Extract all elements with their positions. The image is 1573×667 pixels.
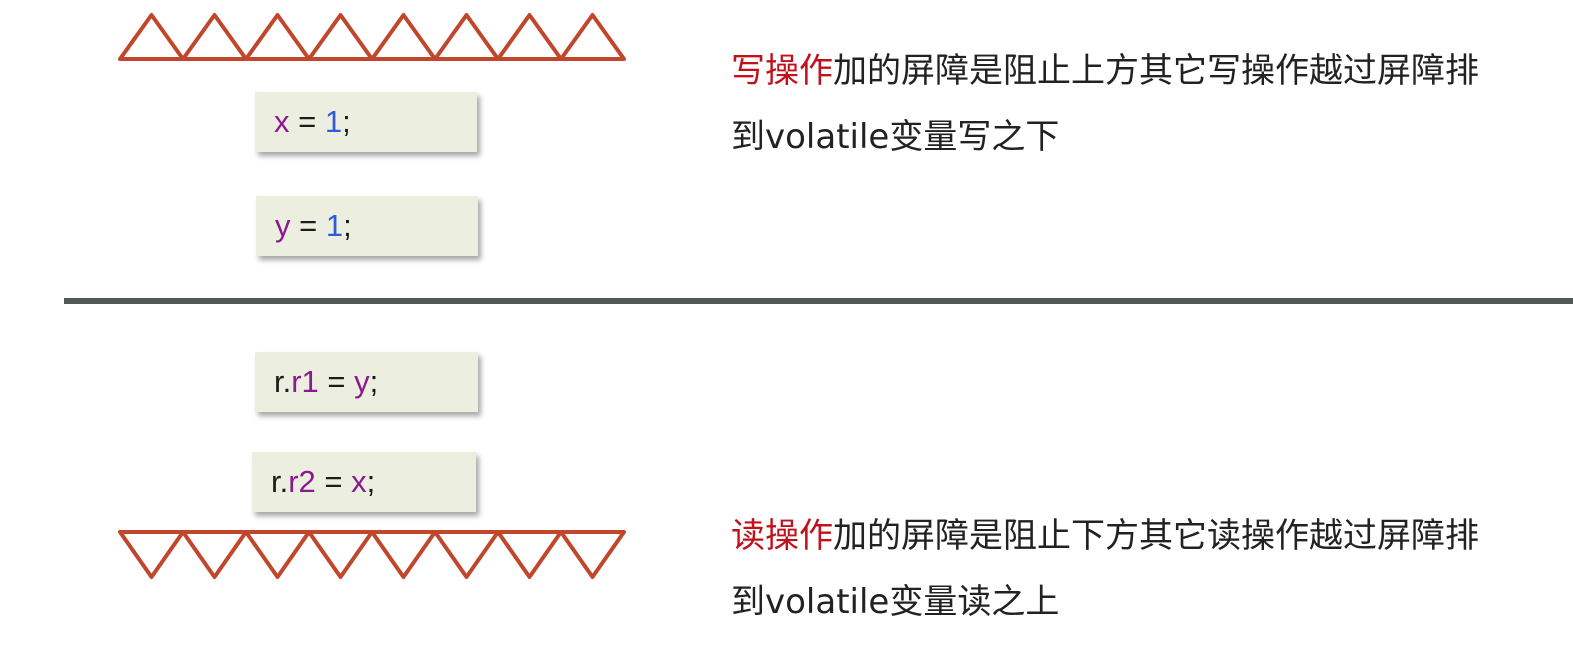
read-barrier-triangles (118, 530, 626, 579)
write-barrier-triangle (118, 13, 185, 61)
code-field: r1 (291, 364, 319, 399)
code-prefix: r. (271, 464, 289, 499)
write-barrier-triangle (307, 13, 374, 61)
code-end: ; (342, 104, 351, 139)
write-barrier-triangles (118, 13, 626, 61)
write-barrier-triangle (559, 13, 626, 61)
read-barrier-description: 读操作加的屏障是阻止下方其它读操作越过屏障排 到volatile变量读之上 (731, 503, 1573, 635)
code-eq: = (318, 364, 355, 399)
code-eq: = (315, 464, 352, 499)
write-barrier-triangle (370, 13, 437, 61)
code-end: ; (343, 208, 352, 243)
write-barrier-triangle (496, 13, 563, 61)
description-line-1-rest: 加的屏障是阻止上方其它写操作越过屏障排 (833, 51, 1479, 91)
read-barrier-triangle (433, 530, 500, 579)
read-barrier-triangle (181, 530, 248, 579)
code-line-r1-assign: r.r1 = y; (255, 352, 478, 412)
description-line-1: 读操作加的屏障是阻止下方其它读操作越过屏障排 (731, 503, 1573, 569)
section-divider (64, 298, 1573, 304)
description-line-1: 写操作加的屏障是阻止上方其它写操作越过屏障排 (731, 38, 1573, 104)
description-line-2: 到volatile变量读之上 (731, 582, 1060, 622)
code-prefix: r. (274, 364, 292, 399)
read-barrier-triangle (244, 530, 311, 579)
highlight-read-op: 读操作 (731, 516, 833, 556)
write-barrier-triangle (244, 13, 311, 61)
code-num: 1 (324, 104, 343, 139)
read-barrier-triangle (370, 530, 437, 579)
read-barrier-triangle (496, 530, 563, 579)
code-line-x-assign: x = 1; (255, 92, 477, 152)
write-barrier-triangle (433, 13, 500, 61)
code-eq: = (289, 104, 325, 139)
description-line-2: 到volatile变量写之下 (731, 117, 1060, 157)
code-end: ; (369, 364, 379, 399)
read-barrier-triangle (307, 530, 374, 579)
code-var: y (275, 208, 291, 243)
code-field: r2 (288, 464, 316, 499)
write-barrier-description: 写操作加的屏障是阻止上方其它写操作越过屏障排 到volatile变量写之下 (731, 38, 1573, 170)
read-barrier-triangle (559, 530, 626, 579)
code-line-y-assign: y = 1; (256, 196, 478, 256)
code-var: y (354, 364, 370, 399)
highlight-write-op: 写操作 (731, 51, 833, 91)
code-num: 1 (325, 208, 344, 243)
code-var: x (274, 104, 290, 139)
description-line-1-rest: 加的屏障是阻止下方其它读操作越过屏障排 (833, 516, 1479, 556)
code-eq: = (290, 208, 326, 243)
write-barrier-triangle (181, 13, 248, 61)
code-var: x (351, 464, 367, 499)
code-end: ; (366, 464, 376, 499)
code-line-r2-assign: r.r2 = x; (252, 452, 476, 512)
read-barrier-triangle (118, 530, 185, 579)
